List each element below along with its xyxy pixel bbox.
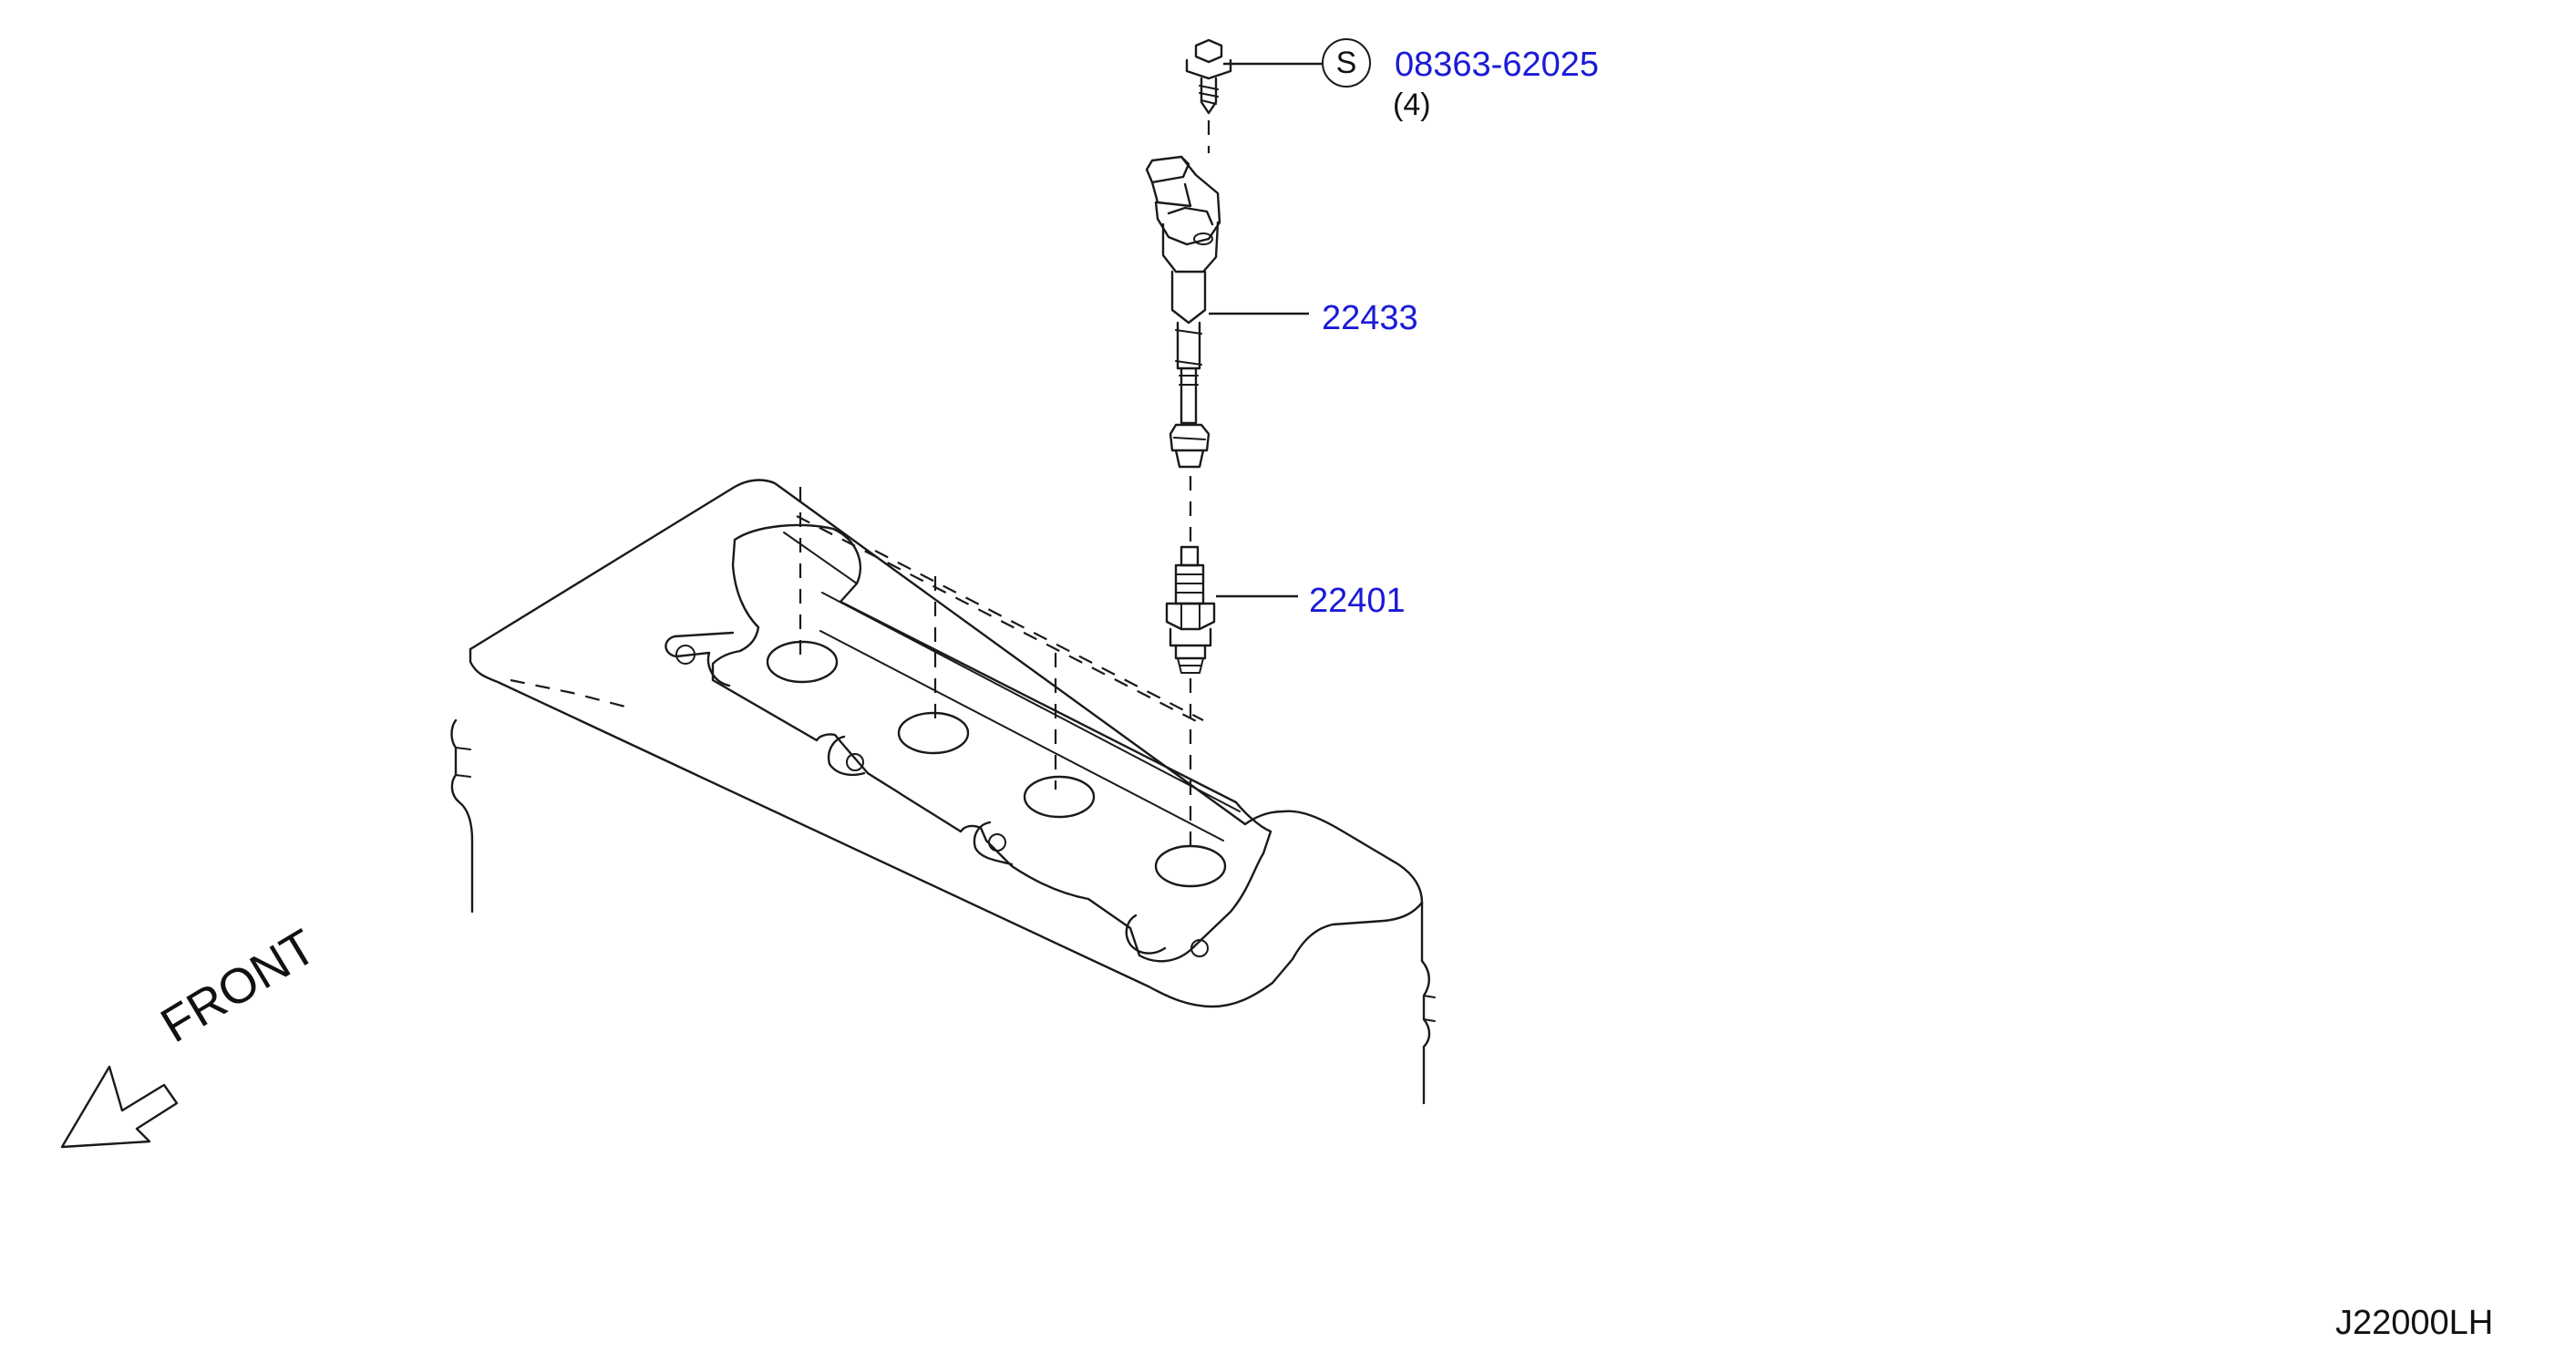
engine-cover-illustration xyxy=(450,479,1436,1105)
ignition-coil-illustration xyxy=(1145,155,1221,469)
spark-plug-illustration xyxy=(1165,545,1216,674)
front-arrow-icon xyxy=(60,1065,179,1149)
diagram-reference-code: J22000LH xyxy=(2335,1304,2494,1342)
assembly-centerlines xyxy=(510,120,1211,848)
bolt-quantity: (4) xyxy=(1393,88,1431,122)
ignition-coil-part-number[interactable]: 22433 xyxy=(1322,299,1418,337)
bolt-part-number[interactable]: 08363-62025 xyxy=(1395,46,1599,84)
bolt-illustration xyxy=(1185,38,1232,115)
spark-plug-part-number[interactable]: 22401 xyxy=(1309,582,1406,620)
standard-part-symbol: S xyxy=(1322,38,1371,88)
